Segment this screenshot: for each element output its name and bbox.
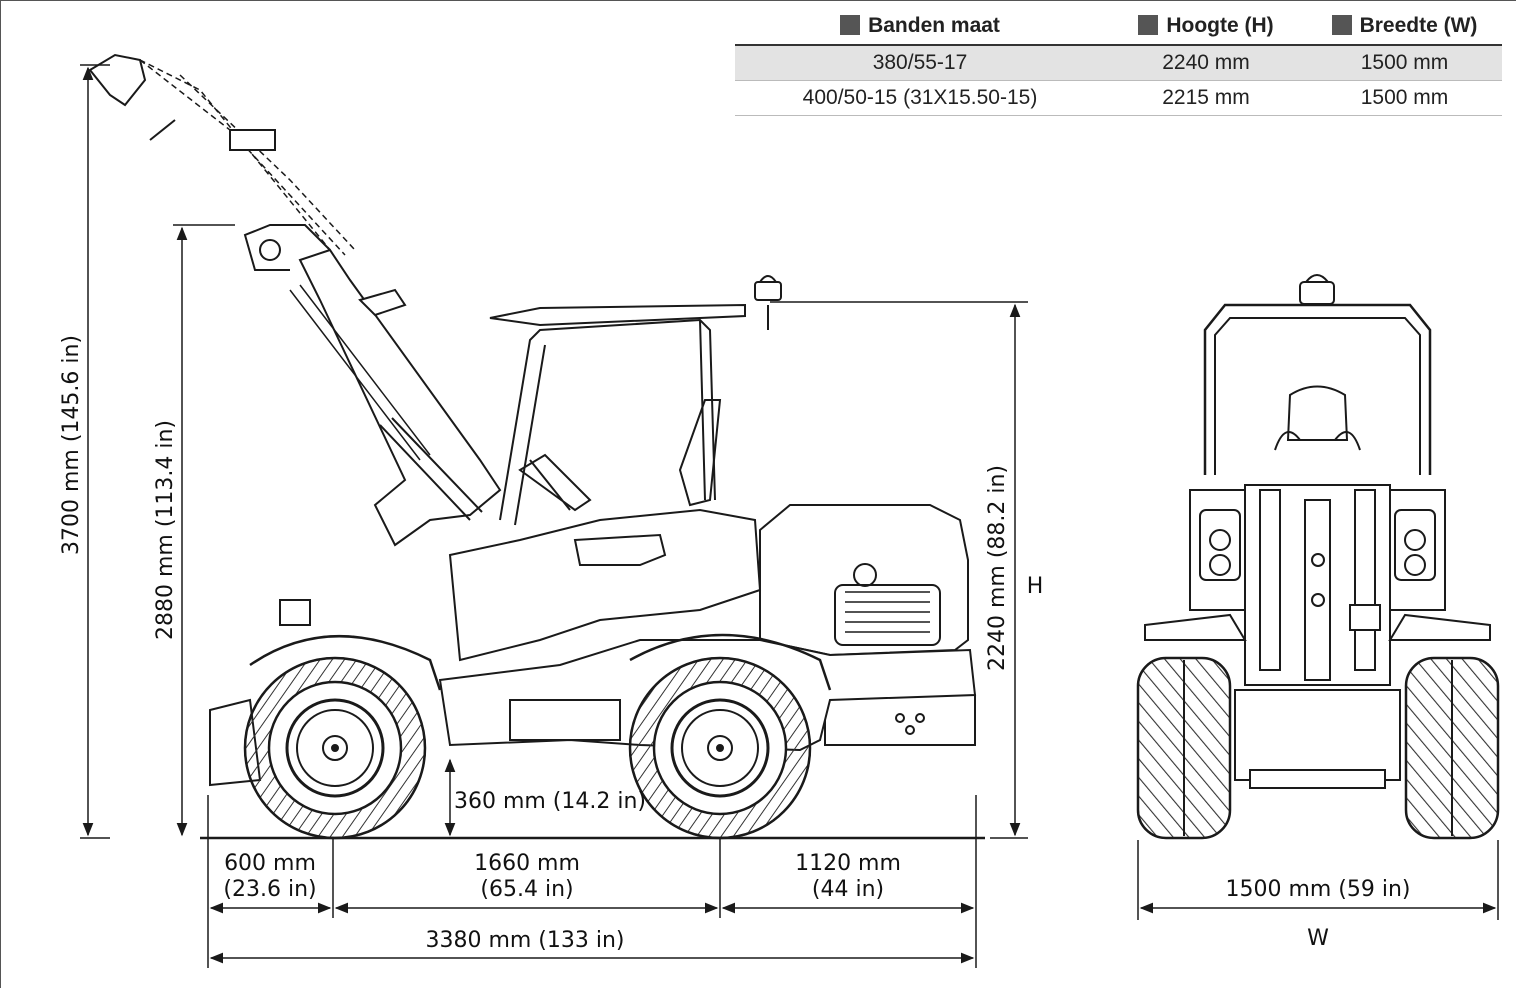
label-rear-overhang-mm: 1120 mm — [795, 851, 901, 876]
front-fender — [249, 634, 442, 691]
label-ground-clearance: 360 mm (14.2 in) — [454, 789, 646, 814]
tire-spec-table: Banden maat Hoogte (H) Breedte (W) 380/5… — [735, 12, 1502, 116]
cell-width: 1500 mm — [1307, 80, 1502, 116]
label-front-overhang-in: (23.6 in) — [223, 877, 316, 902]
rear-wheel — [628, 656, 812, 840]
cab-body — [448, 508, 762, 662]
label-overall-length: 3380 mm (133 in) — [425, 928, 624, 953]
table-header-row: Banden maat Hoogte (H) Breedte (W) — [735, 12, 1502, 46]
label-max-lift-height: 3700 mm (145.6 in) — [59, 335, 84, 555]
label-height-symbol: H — [1027, 574, 1044, 599]
label-wheelbase-in: (65.4 in) — [480, 877, 573, 902]
side-view-dimensions — [80, 64, 1028, 968]
side-view-loader — [88, 53, 985, 840]
label-rear-overhang-in: (44 in) — [812, 877, 884, 902]
label-width-symbol: W — [1307, 926, 1329, 951]
cell-width: 1500 mm — [1307, 45, 1502, 81]
rear-grille — [834, 584, 941, 646]
column-header-tire-size: Banden maat — [735, 12, 1105, 46]
table-row: 400/50-15 (31X15.50-15) 2215 mm 1500 mm — [735, 80, 1502, 116]
label-wheelbase-mm: 1660 mm — [474, 851, 580, 876]
front-wheel — [243, 656, 427, 840]
rear-fender — [629, 633, 832, 691]
front-view-left-tire — [1136, 656, 1232, 840]
boom-lowered — [298, 248, 502, 547]
column-header-width: Breedte (W) — [1307, 12, 1502, 46]
cell-tire-size: 380/55-17 — [735, 45, 1105, 81]
label-width: 1500 mm (59 in) — [1225, 877, 1410, 902]
label-front-overhang-mm: 600 mm — [224, 851, 316, 876]
table-row: 380/55-17 2240 mm 1500 mm — [735, 45, 1502, 81]
beacon-light — [754, 281, 782, 301]
canopy — [489, 303, 746, 327]
header-square-icon — [1331, 15, 1352, 35]
label-overall-height: 2240 mm (88.2 in) — [985, 465, 1010, 671]
seat — [573, 533, 667, 566]
cell-tire-size: 400/50-15 (31X15.50-15) — [735, 80, 1105, 116]
front-view-right-tire — [1404, 656, 1500, 840]
front-seat — [1286, 385, 1349, 441]
label-pivot-height: 2880 mm (113.4 in) — [153, 420, 178, 640]
front-view-dimensions — [1137, 840, 1499, 920]
column-header-height: Hoogte (H) — [1105, 12, 1307, 46]
rops-frame — [499, 318, 716, 526]
cell-height: 2240 mm — [1105, 45, 1307, 81]
front-view-loader — [1136, 274, 1500, 840]
header-square-icon — [1138, 15, 1159, 35]
cell-height: 2215 mm — [1105, 80, 1307, 116]
header-square-icon — [840, 15, 861, 35]
